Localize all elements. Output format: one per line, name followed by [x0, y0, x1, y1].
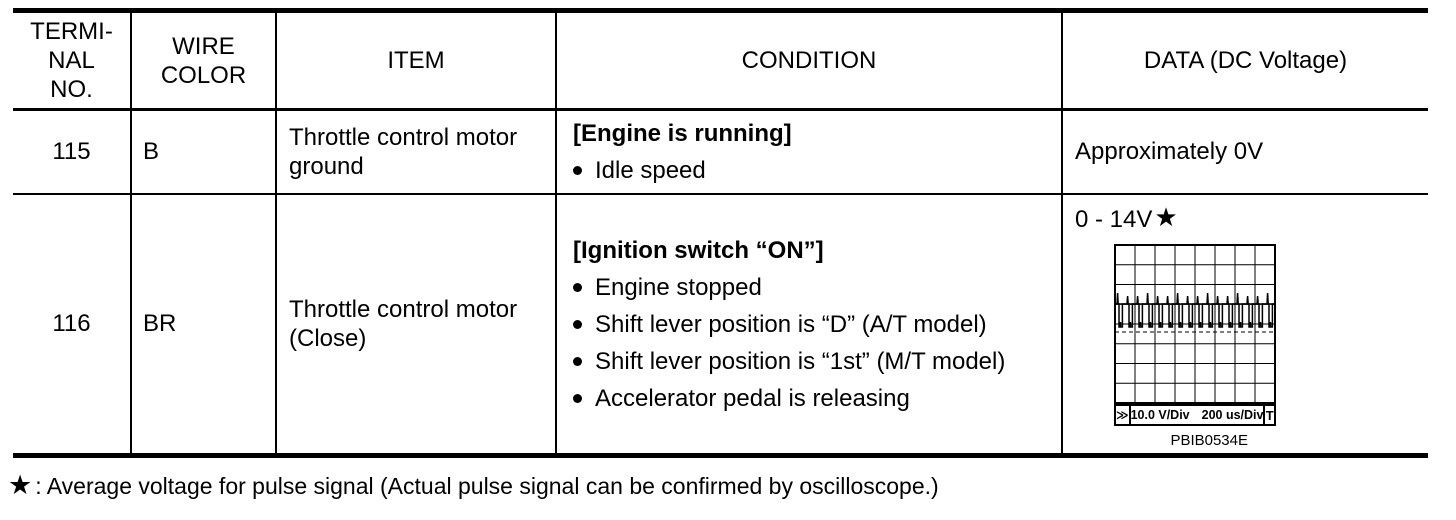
header-cell-terminal-no: TERMI- NAL NO.: [13, 13, 132, 111]
cell-item-115: Throttle control motor ground: [277, 111, 557, 195]
cell-terminal-115: 115: [13, 111, 132, 195]
star-icon: ★: [1154, 202, 1178, 232]
condition-bullet: Shift lever position is “D” (A/T model): [573, 306, 1061, 343]
terminal-data-table: TERMI- NAL NO. WIRE COLOR ITEM CONDITION…: [13, 8, 1428, 458]
condition-bullet: Shift lever position is “1st” (M/T model…: [573, 343, 1061, 380]
condition-header: [Ignition switch “ON”]: [573, 236, 824, 264]
bullet-icon: [573, 282, 582, 292]
bullet-icon: [573, 356, 582, 366]
scope-volts-per-div: 10.0 V/Div: [1130, 408, 1190, 422]
header-cell-wire-color: WIRE COLOR: [132, 13, 277, 111]
scope-trigger-icon: T: [1263, 406, 1274, 424]
footnote-text: : Average voltage for pulse signal (Actu…: [35, 473, 939, 499]
condition-bullet: Idle speed: [573, 152, 1061, 189]
cell-data-115: Approximately 0V: [1063, 111, 1428, 195]
header-cell-data: DATA (DC Voltage): [1063, 13, 1428, 111]
condition-bullet: Engine stopped: [573, 269, 1061, 306]
cell-data-116: 0 - 14V★ ≫ 10.0 V/Div 200 us/Div T PBIB0…: [1063, 195, 1428, 453]
cell-condition-116: [Ignition switch “ON”] Engine stopped Sh…: [557, 195, 1063, 453]
star-icon: ★: [8, 470, 33, 500]
cell-item-116: Throttle control motor (Close): [277, 195, 557, 453]
bullet-icon: [573, 393, 582, 403]
figure-code: PBIB0534E: [1170, 432, 1248, 449]
bullet-text: Idle speed: [595, 157, 706, 184]
oscilloscope-figure: ≫ 10.0 V/Div 200 us/Div T PBIB0534E: [1114, 244, 1276, 449]
oscilloscope-graph: [1114, 244, 1276, 404]
footnote: ★ : Average voltage for pulse signal (Ac…: [8, 472, 939, 500]
cell-terminal-116: 116: [13, 195, 132, 453]
cell-wire-color-116: BR: [132, 195, 277, 453]
cell-wire-color-115: B: [132, 111, 277, 195]
scope-scale-labels: 10.0 V/Div 200 us/Div: [1131, 406, 1264, 424]
header-cell-condition: CONDITION: [557, 13, 1063, 111]
bullet-text: Engine stopped: [595, 273, 762, 301]
bullet-text: Shift lever position is “1st” (M/T model…: [595, 347, 1006, 375]
condition-header: [Engine is running]: [573, 120, 792, 147]
bullet-icon: [573, 166, 582, 175]
header-cell-item: ITEM: [277, 13, 557, 111]
condition-bullet: Accelerator pedal is releasing: [573, 380, 1061, 417]
voltage-range-text: 0 - 14V: [1075, 206, 1153, 233]
bullet-text: Shift lever position is “D” (A/T model): [595, 310, 987, 338]
cell-condition-115: [Engine is running] Idle speed: [557, 111, 1063, 195]
oscilloscope-status-bar: ≫ 10.0 V/Div 200 us/Div T: [1114, 404, 1276, 426]
scope-time-per-div: 200 us/Div: [1201, 408, 1264, 422]
bullet-text: Accelerator pedal is releasing: [595, 384, 910, 412]
scope-sweep-icon: ≫: [1116, 406, 1131, 424]
voltage-range-label: 0 - 14V★: [1075, 202, 1428, 233]
bullet-icon: [573, 319, 582, 329]
